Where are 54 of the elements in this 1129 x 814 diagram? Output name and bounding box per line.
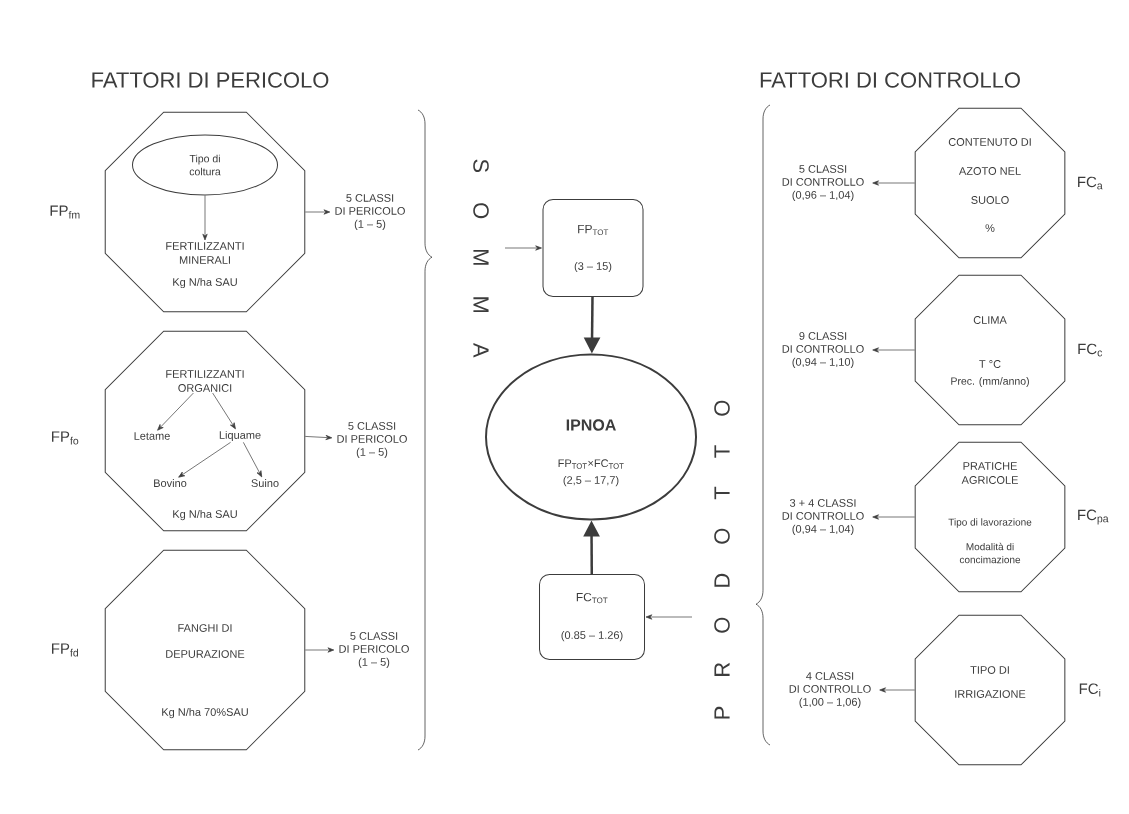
arrow [202, 195, 208, 241]
box-heading: FERTILIZZANTI ORGANICI [166, 370, 244, 392]
node-label: T °C [979, 360, 1001, 368]
section-title: FATTORI DI CONTROLLO [760, 72, 1020, 88]
class-text: 4 CLASSI DI CONTROLLO (1,00 – 1,06) [789, 672, 871, 708]
node-label: Tipo di lavorazione [948, 518, 1032, 528]
rounded-box: FP$_{TOT}$ (3 – 15) [542, 199, 644, 297]
node-label: Kg N/ha 70%SAU [162, 707, 248, 719]
ellipse-box: IPNOA FP$_{TOT}$×FC$_{TOT}$ (2,5 – 17,7) [485, 353, 697, 521]
arrow [872, 180, 915, 186]
arrow [645, 614, 693, 620]
node-label: Modalità di concimazione [959, 542, 1021, 564]
arrow [872, 347, 915, 353]
arrow [304, 647, 335, 653]
factor-label: FP$_{fo}$ [52, 431, 79, 445]
class-text: 5 CLASSI DI PERICOLO (1 – 5) [337, 422, 407, 458]
arrow [872, 514, 915, 520]
factor-label: FP$_{fd}$ [52, 643, 79, 657]
node-label: CLIMA [973, 316, 1007, 324]
factor-label: FP$_{fm}$ [50, 205, 80, 219]
arrow [243, 441, 263, 478]
class-text: 3 + 4 CLASSI DI CONTROLLO (0,94 – 1,04) [782, 499, 864, 535]
arrow [178, 441, 231, 478]
arrow [157, 392, 194, 431]
arrow [504, 245, 542, 251]
octagon-box: FANGHI DI DEPURAZIONE Kg N/ha 70%SAU [104, 549, 306, 751]
category-text: Liquame [219, 430, 261, 442]
arrow [879, 687, 915, 693]
vertical-label: P R O D O T T O [714, 400, 730, 719]
category-text: Bovino [154, 478, 187, 488]
box-heading: FERTILIZZANTI MINERALI [166, 242, 244, 264]
factor-label: FC$_{a}$ [1078, 176, 1103, 190]
octagon-box: CONTENUTO DI AZOTO NEL SUOLO % [914, 107, 1066, 259]
category-text: Letame [134, 432, 170, 440]
arrow [304, 209, 331, 215]
arrow [304, 434, 333, 441]
node-label: Prec. (mm/anno) [951, 377, 1029, 387]
factor-label: FC$_{c}$ [1078, 343, 1103, 357]
node-label: FANGHI DI DEPURAZIONE [166, 624, 245, 658]
ellipse-box: Tipo di coltura [132, 134, 278, 196]
class-text: 5 CLASSI DI PERICOLO (1 – 5) [335, 194, 405, 230]
octagon-box: CLIMA T °C Prec. (mm/anno) [914, 274, 1066, 426]
node-label: PRATICHE AGRICOLE [961, 462, 1018, 484]
class-text: 5 CLASSI DI CONTROLLO (0,96 – 1,04) [782, 165, 864, 201]
octagon-box: PRATICHE AGRICOLE Tipo di lavorazione Modalità di concimazione [914, 441, 1066, 593]
rounded-box: FC$_{TOT}$ (0.85 – 1.26) [539, 574, 645, 660]
octagon-box: TIPO DI IRRIGAZIONE [914, 614, 1066, 766]
class-text: 5 CLASSI DI PERICOLO (1 – 5) [339, 632, 409, 668]
section-title: FATTORI DI PERICOLO [92, 72, 329, 88]
factor-label: FC$_{pa}$ [1078, 509, 1109, 525]
arrow [212, 392, 236, 430]
class-text: 9 CLASSI DI CONTROLLO (0,94 – 1,10) [782, 332, 864, 368]
category-text: Suino [251, 478, 279, 488]
factor-label: FC$_{i}$ [1079, 683, 1101, 697]
